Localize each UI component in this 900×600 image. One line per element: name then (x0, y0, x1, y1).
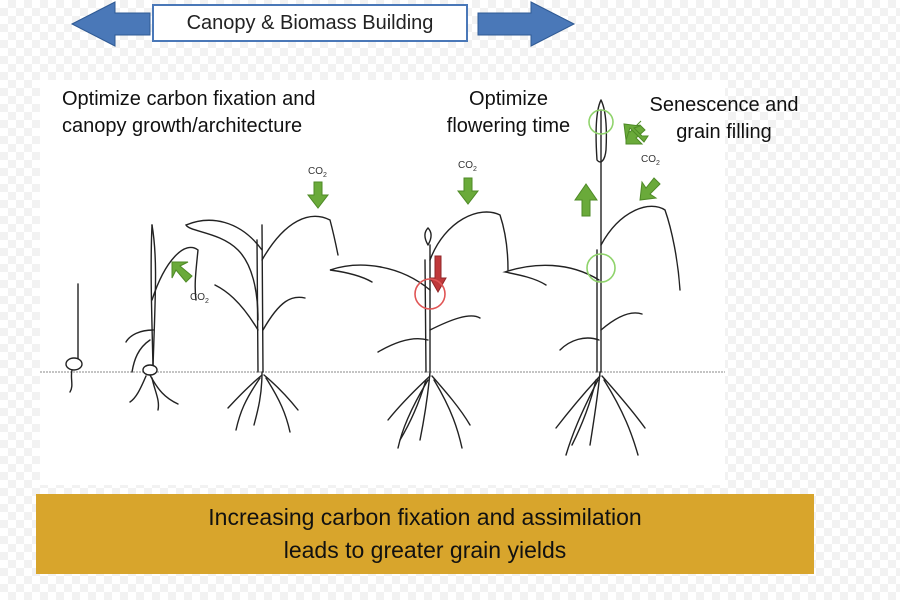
senescence-label-line-2: grain filling (676, 121, 772, 143)
co2-arrow-icon-plant2 (171, 261, 193, 283)
yield-banner: Increasing carbon fixation and assimilat… (36, 494, 814, 574)
grain-fill-diag-arrow-icon (623, 123, 649, 143)
canopy-label: Optimize carbon fixation and canopy grow… (62, 86, 315, 140)
co2-arrow-icon-plant4 (456, 177, 480, 205)
flowering-label-line-1: Optimize (469, 88, 548, 110)
svg-text:CO2: CO2 (308, 166, 327, 179)
spike-highlight-circle (588, 109, 614, 135)
svg-text:CO2: CO2 (641, 154, 660, 167)
canopy-biomass-title: Canopy & Biomass Building (152, 4, 468, 42)
right-arrow-icon (477, 1, 576, 47)
svg-text:CO2: CO2 (458, 160, 477, 173)
co2-arrow-icon-plant5 (639, 177, 661, 201)
plant-young (125, 224, 199, 411)
stem-highlight-circle (586, 253, 616, 283)
header-title: Canopy & Biomass Building (186, 11, 434, 34)
plant-heading (502, 99, 681, 456)
growth-up-arrow-icon (574, 183, 598, 217)
diagram-panel (40, 80, 725, 485)
flowering-label: Optimize flowering time (436, 86, 581, 140)
flowering-highlight-circle (414, 278, 446, 310)
plant-tillering (184, 215, 339, 433)
banner-line-1: Increasing carbon fixation and assimilat… (208, 504, 642, 530)
plant-booting (329, 211, 509, 449)
banner-line-2: leads to greater grain yields (283, 537, 567, 563)
plant-seedling (65, 283, 83, 393)
co2-arrow-icon-plant3 (306, 181, 330, 209)
canopy-label-line-2: canopy growth/architecture (62, 115, 303, 137)
senescence-label-line-1: Senescence and (649, 94, 799, 116)
canopy-label-line-1: Optimize carbon fixation and (62, 88, 316, 110)
flowering-label-line-2: flowering time (446, 115, 571, 137)
svg-text:CO2: CO2 (190, 292, 209, 305)
senescence-label: Senescence and grain filling (636, 92, 812, 146)
left-arrow-icon (70, 1, 151, 47)
